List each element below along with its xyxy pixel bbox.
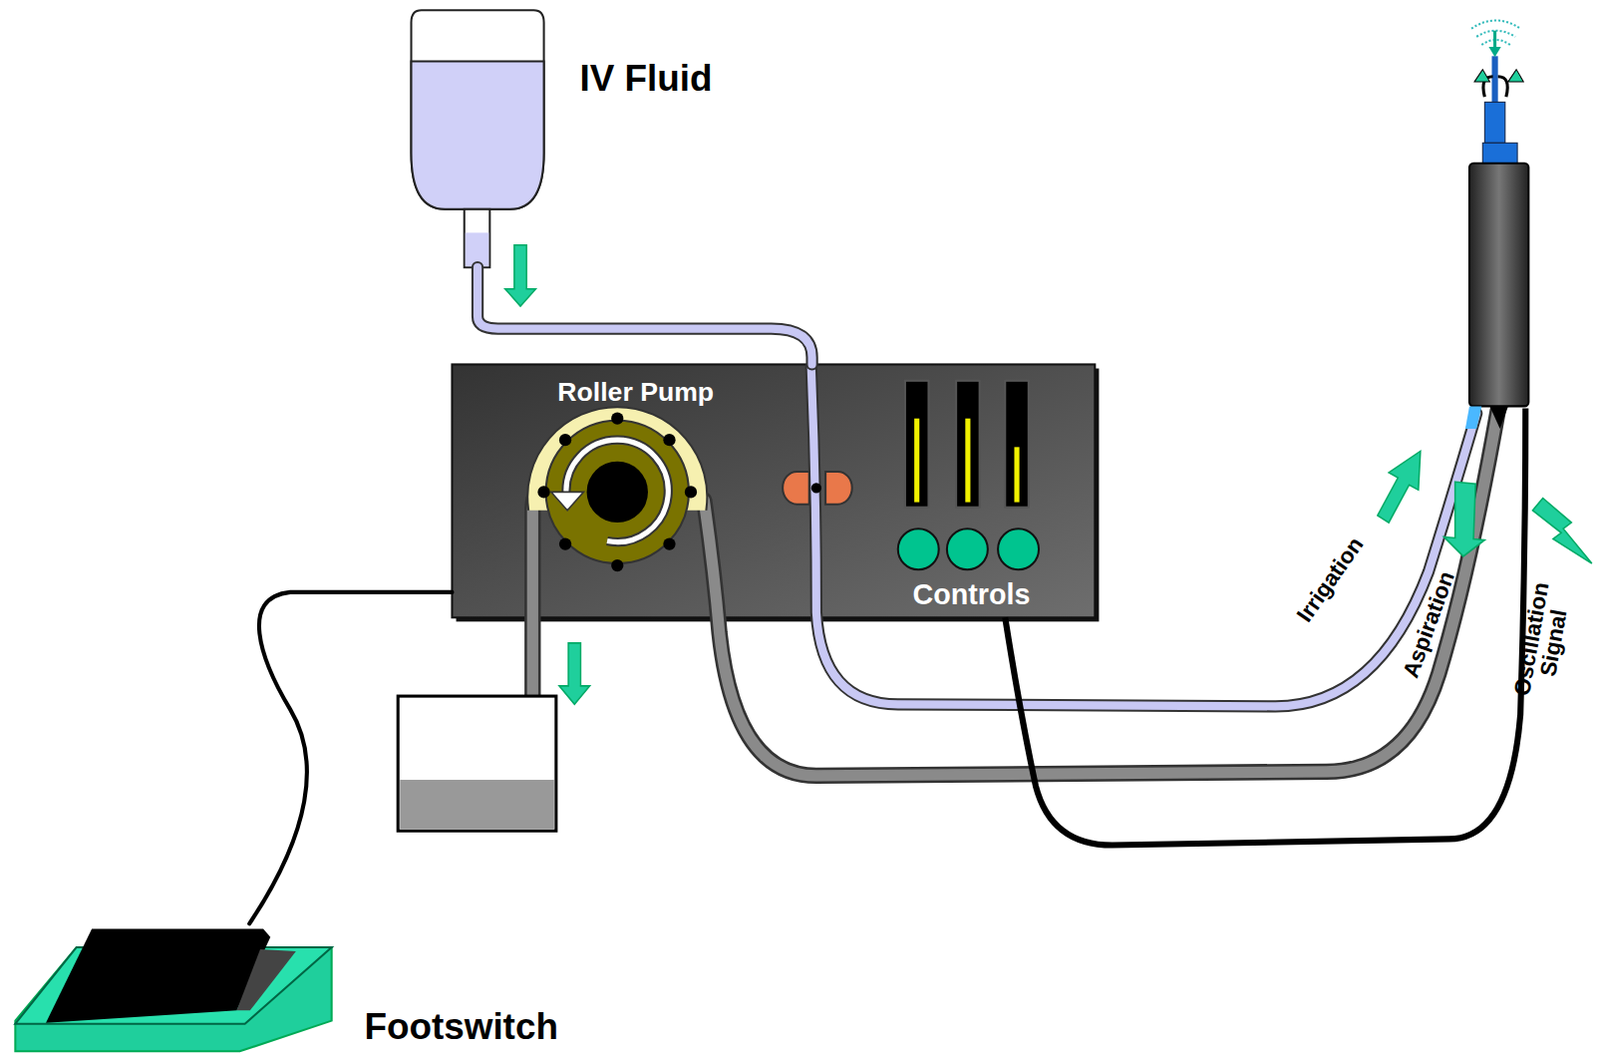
tube-label: Irrigation — [1292, 533, 1367, 627]
node-label: Footswitch — [363, 1004, 558, 1048]
iv-bag-node: IV Fluid — [411, 9, 545, 268]
tube-label: Oscillation Signal — [1509, 571, 1577, 710]
aspiration-tube — [532, 409, 1498, 775]
irrigation-tube — [811, 366, 1477, 706]
node-label: Roller Pump — [557, 376, 714, 409]
tube-outline — [477, 267, 813, 364]
node-label: Controls — [913, 578, 1031, 612]
cable — [249, 592, 452, 924]
handpiece — [1465, 19, 1529, 428]
flow-arrows — [505, 245, 1593, 705]
control-meters — [898, 380, 1039, 570]
console-housing — [451, 363, 1095, 618]
node-label: IV Fluid — [579, 56, 712, 100]
iv-bag — [411, 9, 545, 268]
fluid-tube — [477, 267, 813, 364]
pinch-valve — [782, 471, 853, 505]
footswitch-node: Footswitch — [14, 923, 331, 1051]
waste-container — [397, 695, 557, 831]
roller-pump — [527, 406, 707, 572]
oscillation-cable — [1004, 407, 1526, 845]
console-node: Roller PumpControls — [451, 363, 1095, 618]
footswitch-pedal — [14, 928, 331, 1051]
